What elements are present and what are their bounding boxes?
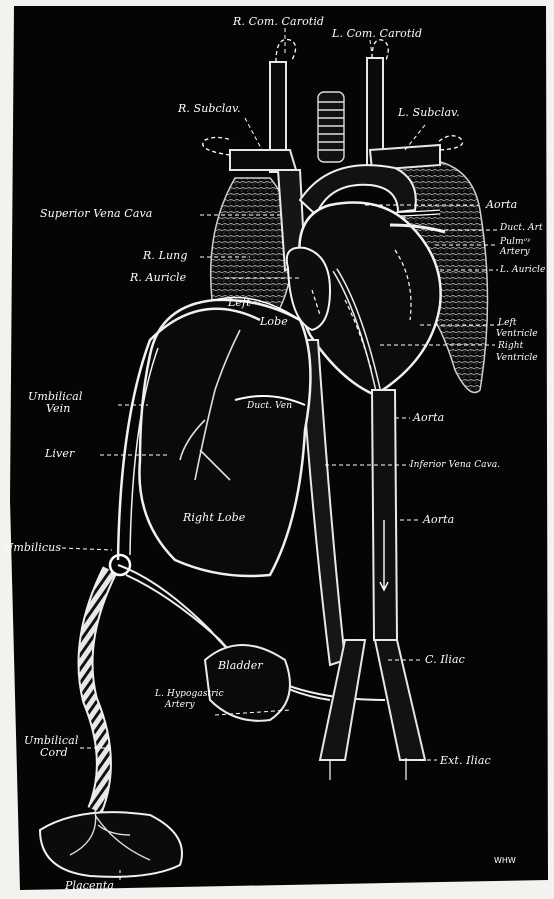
label-liver: Liver	[45, 448, 74, 460]
label-left-lobe-1: Left	[228, 297, 251, 309]
label-ext-iliac: Ext. Iliac	[440, 755, 491, 767]
label-inferior-vena-cava: Inferior Vena Cava.	[410, 460, 500, 470]
label-right-ventricle-2: Ventricle	[496, 353, 538, 363]
label-placenta: Placenta	[65, 880, 114, 892]
label-right-lobe: Right Lobe	[183, 512, 245, 524]
label-left-ventricle-1: Left	[498, 318, 517, 328]
label-duct-art: Duct. Art	[500, 223, 543, 233]
label-aorta-mid: Aorta	[413, 412, 444, 424]
label-umbilical-vein-2: Vein	[46, 403, 70, 415]
label-r-auricle: R. Auricle	[130, 272, 186, 284]
label-r-subclav: R. Subclav.	[178, 103, 241, 115]
label-bladder: Bladder	[218, 660, 263, 672]
placenta	[40, 812, 182, 877]
label-duct-ven: Duct. Ven	[247, 401, 292, 411]
artist-monogram: WHW	[494, 856, 516, 865]
label-right-ventricle-1: Right	[498, 341, 523, 351]
label-l-auricle: L. Auricle	[500, 265, 545, 275]
label-left-lobe-2: Lobe	[260, 316, 288, 328]
label-l-hypogastric-2: Artery	[165, 700, 195, 710]
label-umbilicus: Umbilicus	[4, 542, 61, 554]
descending-aorta	[372, 390, 397, 640]
label-left-ventricle-2: Ventricle	[496, 329, 538, 339]
label-pulm-artery-2: Artery	[500, 247, 530, 257]
label-aorta-low: Aorta	[423, 514, 454, 526]
label-aorta-top: Aorta	[486, 199, 517, 211]
label-superior-vena-cava: Superior Vena Cava	[40, 208, 152, 220]
label-l-hypogastric-1: L. Hypogastric	[155, 689, 224, 699]
label-r-lung: R. Lung	[143, 250, 188, 262]
label-pulm-artery-1: Pulmᵒʸ	[500, 237, 531, 247]
liver	[139, 300, 310, 576]
label-l-subclav: L. Subclav.	[398, 107, 460, 119]
label-umbilical-cord-2: Cord	[40, 747, 68, 759]
label-c-iliac: C. Iliac	[425, 654, 465, 666]
label-r-com-carotid: R. Com. Carotid	[233, 16, 324, 28]
label-l-com-carotid: L. Com. Carotid	[332, 28, 422, 40]
trachea	[318, 92, 344, 162]
